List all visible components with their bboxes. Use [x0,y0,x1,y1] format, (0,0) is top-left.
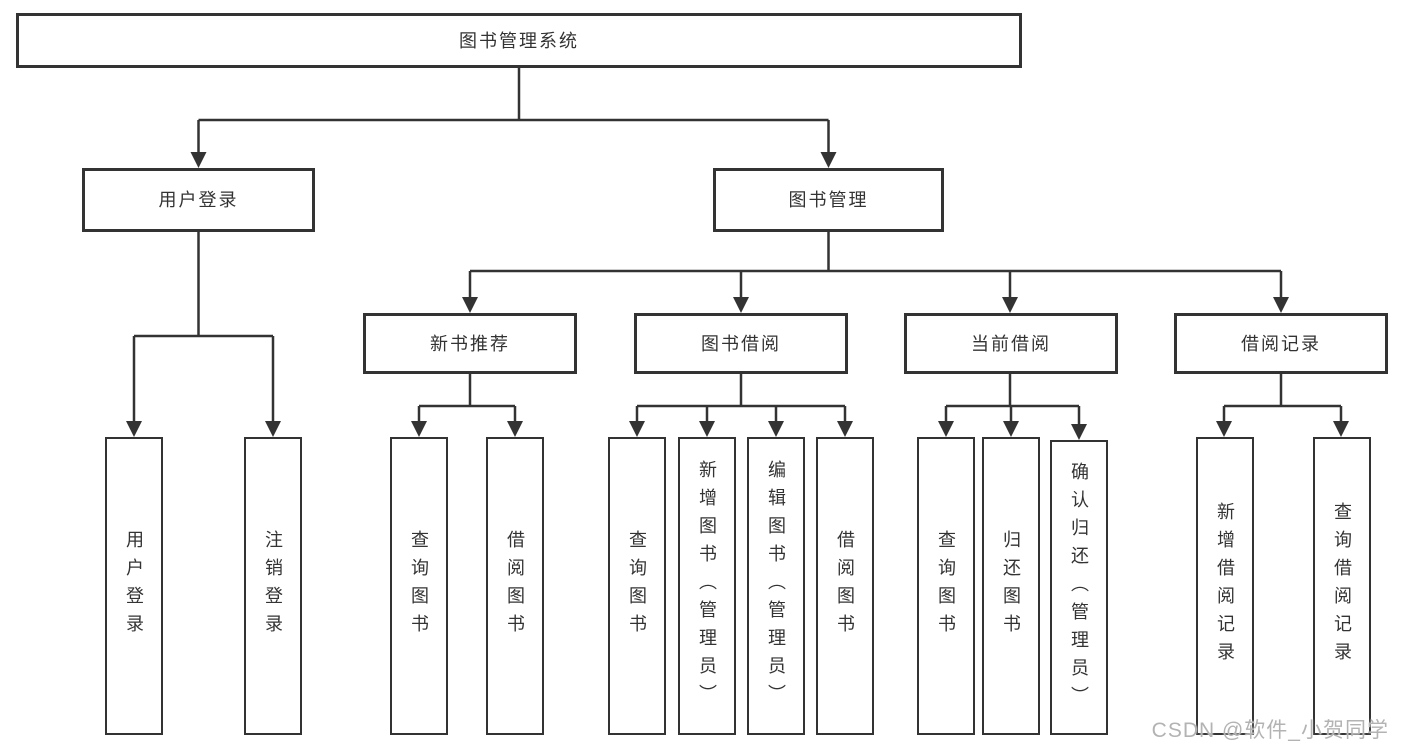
leaf-user-login: 用户登录 [105,437,163,735]
leaf-add-book-admin: 新增图书（管理员） [678,437,736,735]
node-new-book-recommend: 新书推荐 [363,313,577,374]
node-book-management: 图书管理 [713,168,944,232]
leaf-query-books-recommend: 查询图书 [390,437,448,735]
node-book-borrowing: 图书借阅 [634,313,848,374]
node-current-borrowing: 当前借阅 [904,313,1118,374]
leaf-edit-book-admin: 编辑图书（管理员） [747,437,805,735]
leaf-query-books-borrowing: 查询图书 [608,437,666,735]
tree-edges [132,68,1343,427]
leaf-confirm-return-admin: 确认归还（管理员） [1050,440,1108,735]
leaf-logout: 注销登录 [244,437,302,735]
leaf-return-book: 归还图书 [982,437,1040,735]
leaf-query-borrow-record: 查询借阅记录 [1313,437,1371,735]
node-borrow-records: 借阅记录 [1174,313,1388,374]
leaf-borrow-books: 借阅图书 [816,437,874,735]
node-root: 图书管理系统 [16,13,1022,68]
leaf-add-borrow-record: 新增借阅记录 [1196,437,1254,735]
node-user-login: 用户登录 [82,168,315,232]
leaf-query-books-current: 查询图书 [917,437,975,735]
leaf-borrow-books-recommend: 借阅图书 [486,437,544,735]
